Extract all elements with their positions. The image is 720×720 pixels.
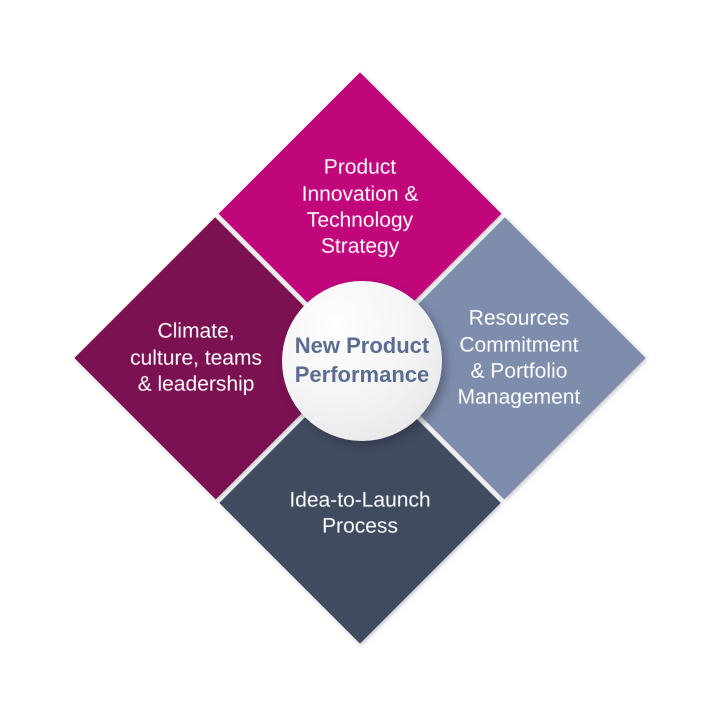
quadrant-bottom-label: Idea-to-Launch Process — [289, 487, 431, 537]
center-circle: New Product Performance — [282, 281, 442, 441]
center-circle-label: New Product Performance — [294, 333, 430, 387]
